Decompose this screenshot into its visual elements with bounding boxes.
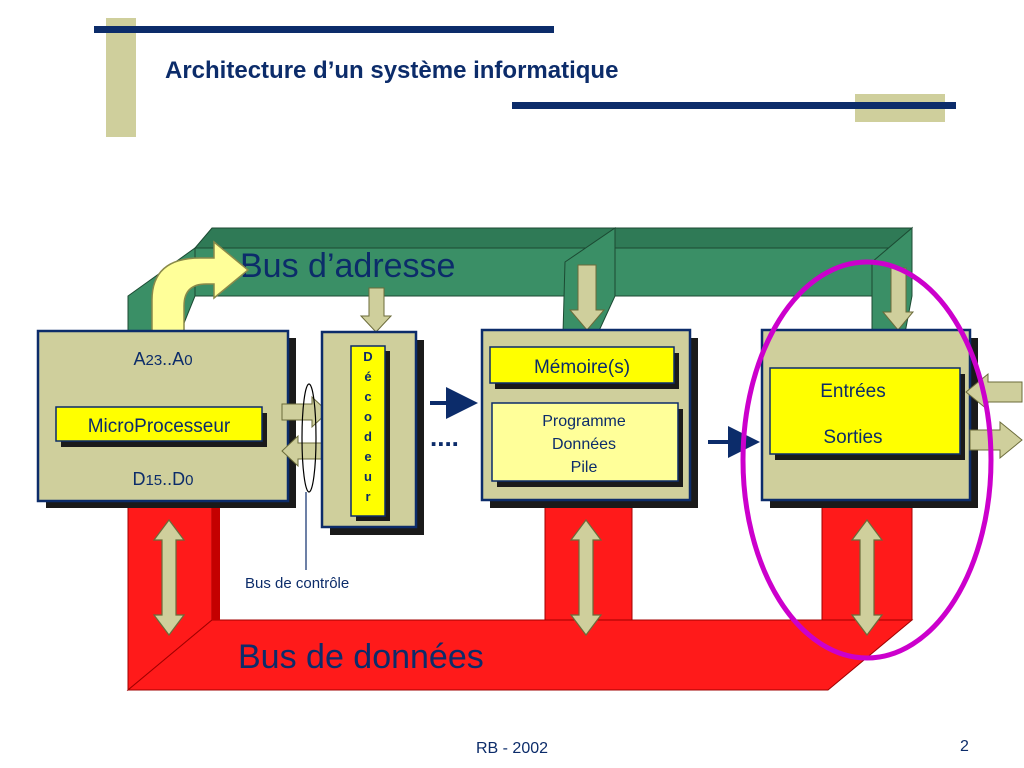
address-bus-label: Bus d’adresse — [240, 247, 455, 285]
io-inputs-label: Entrées — [820, 381, 885, 402]
io-data-double-arrow — [850, 519, 884, 636]
control-bus-label: Bus de contrôle — [245, 575, 349, 592]
cpu-label: MicroProcesseur — [88, 416, 231, 437]
memory-content-line: Programme — [542, 413, 626, 430]
memory-content-line: Pile — [571, 459, 598, 476]
io-highlight-ellipse — [740, 259, 994, 661]
page-number: 2 — [960, 738, 969, 755]
external-output-arrow — [969, 420, 1023, 460]
decoder-letters: D é c o d e u r — [363, 349, 372, 504]
decoder-block — [320, 330, 424, 535]
io-block — [760, 328, 978, 508]
io-outputs-label: Sorties — [823, 427, 882, 448]
memory-data-double-arrow — [569, 519, 603, 636]
control-bus-marker — [301, 383, 317, 493]
decoder-letter: d — [364, 429, 372, 444]
memory-content-line: Données — [552, 436, 616, 453]
cpu-control-out-arrow — [281, 395, 329, 429]
decoder-letter: c — [364, 389, 371, 404]
slide-title: Architecture d’un système informatique — [165, 57, 619, 84]
title-accent-block — [106, 18, 136, 137]
title-top-rule — [94, 26, 554, 33]
decoder-letter: e — [364, 449, 371, 464]
decoder-letter: u — [364, 469, 372, 484]
decoder-letter: D — [363, 349, 372, 364]
decoder-letter: é — [364, 369, 371, 384]
memory-title: Mémoire(s) — [534, 357, 630, 378]
memory-address-arrow — [568, 264, 606, 331]
title-bottom-rule — [512, 102, 956, 109]
memory-block — [480, 328, 698, 508]
slide-footer: RB - 2002 — [475, 740, 549, 757]
cpu-block — [36, 329, 296, 508]
data-bus-label: Bus de données — [238, 638, 484, 676]
decoder-ellipsis: .... — [430, 422, 459, 452]
decoder-address-arrow — [359, 287, 393, 333]
decoder-letter: o — [364, 409, 372, 424]
decoder-letter: r — [365, 489, 370, 504]
cpu-data-range: D15..D0 — [132, 469, 193, 489]
cpu-address-curved-arrow — [151, 240, 250, 334]
io-address-arrow — [881, 267, 915, 331]
cpu-data-double-arrow — [152, 519, 186, 636]
cpu-address-range: A23..A0 — [133, 349, 192, 369]
memory-contents: Programme Données Pile — [542, 413, 626, 476]
